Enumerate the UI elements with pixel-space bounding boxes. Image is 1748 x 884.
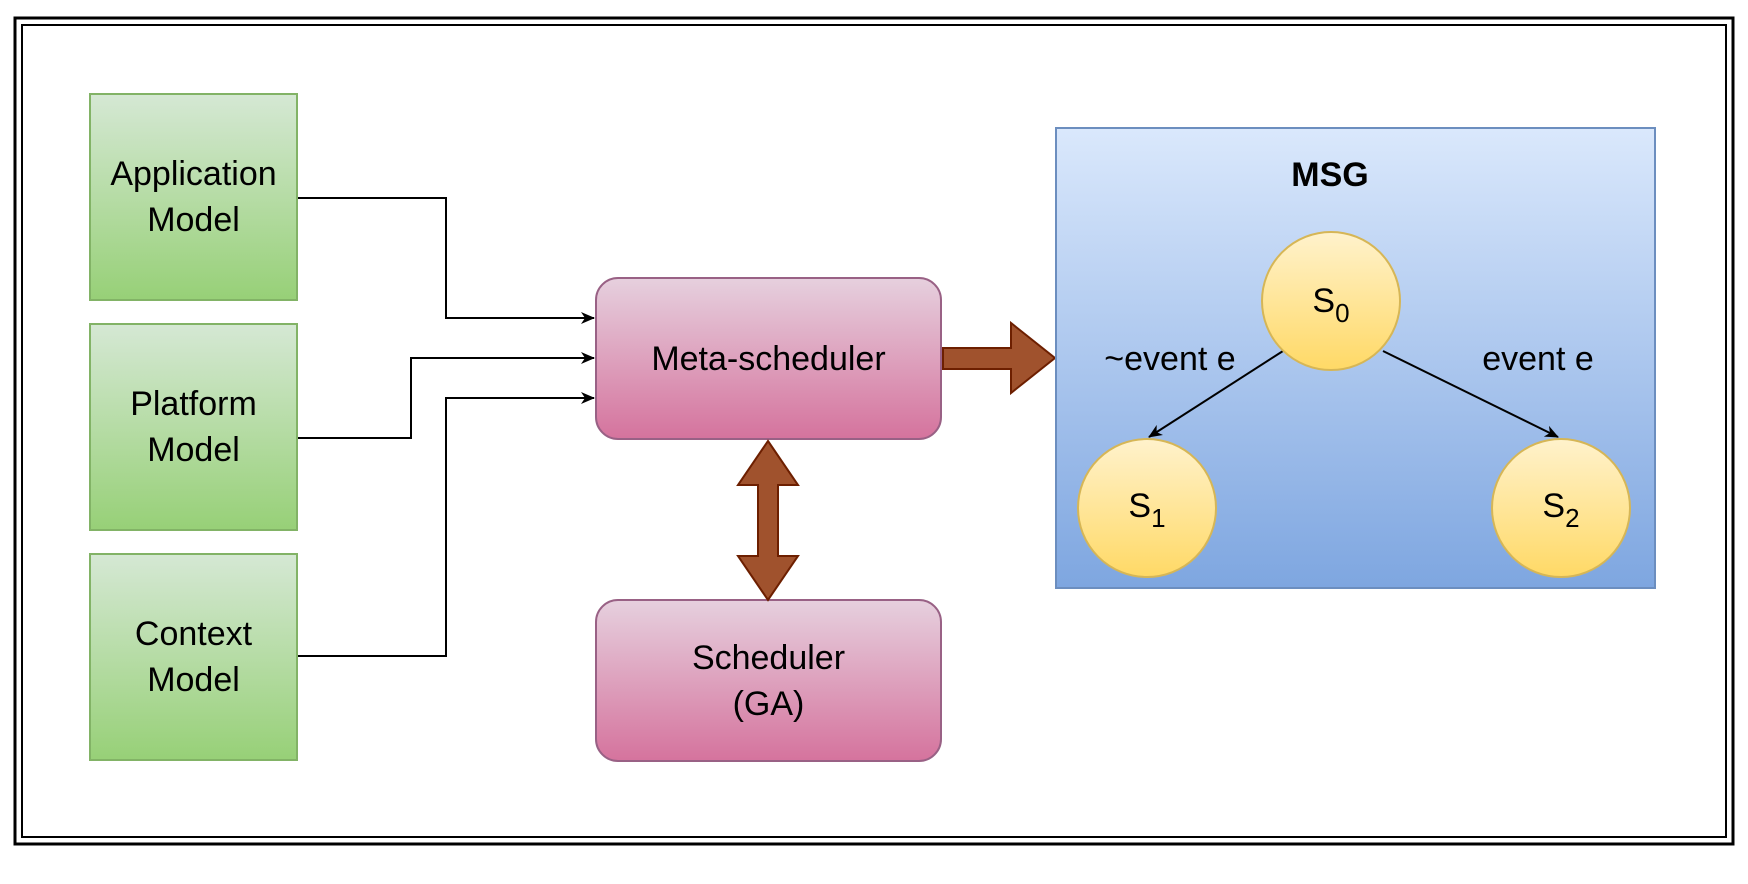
transition-label-not-event: ~event e (1104, 340, 1235, 378)
transition-s0-s2 (1382, 350, 1559, 438)
context-model-box: Context Model (89, 553, 298, 761)
platform-model-label-2: Model (147, 431, 240, 469)
model-connectors (298, 197, 595, 657)
meta-scheduler-box: Meta-scheduler (595, 277, 942, 440)
application-model-label-1: Application (110, 155, 276, 193)
output-arrow (942, 320, 1057, 396)
diagram-frame (13, 16, 1735, 846)
state-s1: S1 (1077, 438, 1217, 578)
platform-model-box: Platform Model (89, 323, 298, 531)
bidirectional-arrow (736, 439, 800, 602)
scheduler-label-2: (GA) (733, 685, 805, 723)
connector-context (298, 392, 595, 657)
state-s0: S0 (1261, 231, 1401, 371)
state-transitions (1148, 350, 1559, 438)
state-s1-label: S1 (1128, 487, 1165, 533)
transition-s0-s1 (1148, 350, 1284, 438)
meta-scheduler-label: Meta-scheduler (651, 340, 885, 378)
connector-application (298, 197, 595, 324)
connector-platform (298, 352, 595, 439)
application-model-box: Application Model (89, 93, 298, 301)
context-model-label-1: Context (135, 615, 253, 653)
application-model-label-2: Model (147, 201, 240, 239)
msg-title: MSG (1291, 156, 1368, 194)
scheduler-box: Scheduler (GA) (595, 599, 942, 762)
state-s2-label: S2 (1542, 487, 1579, 533)
state-s2: S2 (1491, 438, 1631, 578)
state-s0-label: S0 (1312, 282, 1349, 328)
platform-model-label-1: Platform (130, 385, 257, 423)
scheduler-label-1: Scheduler (692, 639, 845, 677)
transition-label-event: event e (1482, 340, 1594, 378)
context-model-label-2: Model (147, 661, 240, 699)
